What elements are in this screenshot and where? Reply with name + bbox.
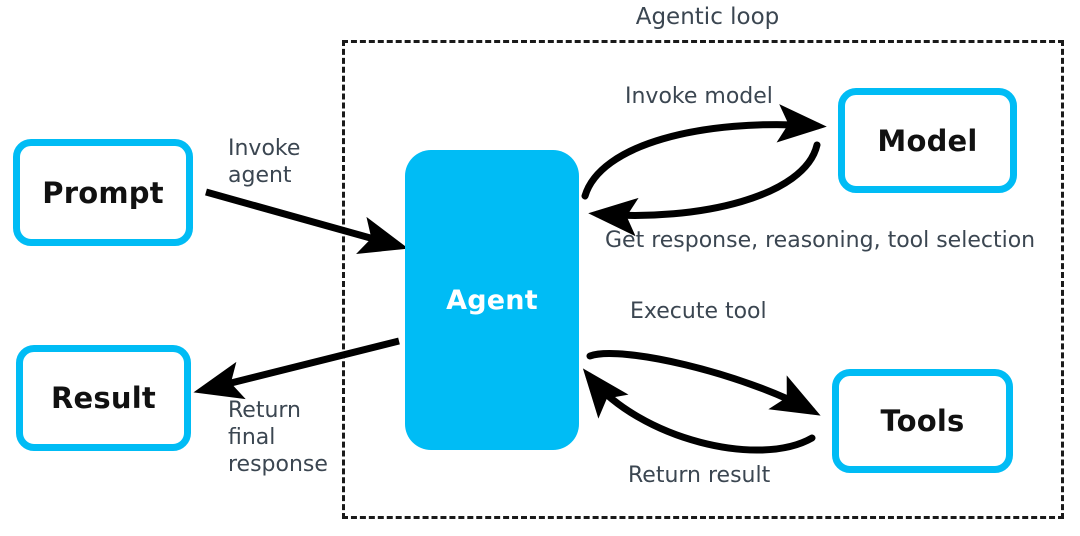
node-prompt[interactable]: Prompt — [13, 139, 193, 246]
agentic-loop-title: Agentic loop — [635, 4, 780, 30]
node-agent-label: Agent — [446, 284, 538, 316]
node-prompt-label: Prompt — [42, 175, 164, 210]
edge-label-return-result: Return result — [628, 463, 771, 488]
node-result-label: Result — [51, 381, 156, 415]
edge-label-return-final-response: Return final response — [228, 398, 328, 477]
edge-label-invoke-model: Invoke model — [625, 84, 773, 109]
node-tools-label: Tools — [880, 404, 965, 438]
edge-label-get-response: Get response, reasoning, tool selection — [605, 228, 1036, 253]
agentic-loop-boundary — [342, 40, 1064, 519]
edge-label-invoke-agent: Invoke agent — [228, 136, 301, 188]
node-agent[interactable]: Agent — [405, 150, 579, 450]
edge-label-execute-tool: Execute tool — [630, 299, 767, 324]
node-model-label: Model — [877, 123, 978, 158]
node-result[interactable]: Result — [16, 345, 191, 451]
node-model[interactable]: Model — [838, 88, 1017, 193]
node-tools[interactable]: Tools — [832, 369, 1013, 473]
